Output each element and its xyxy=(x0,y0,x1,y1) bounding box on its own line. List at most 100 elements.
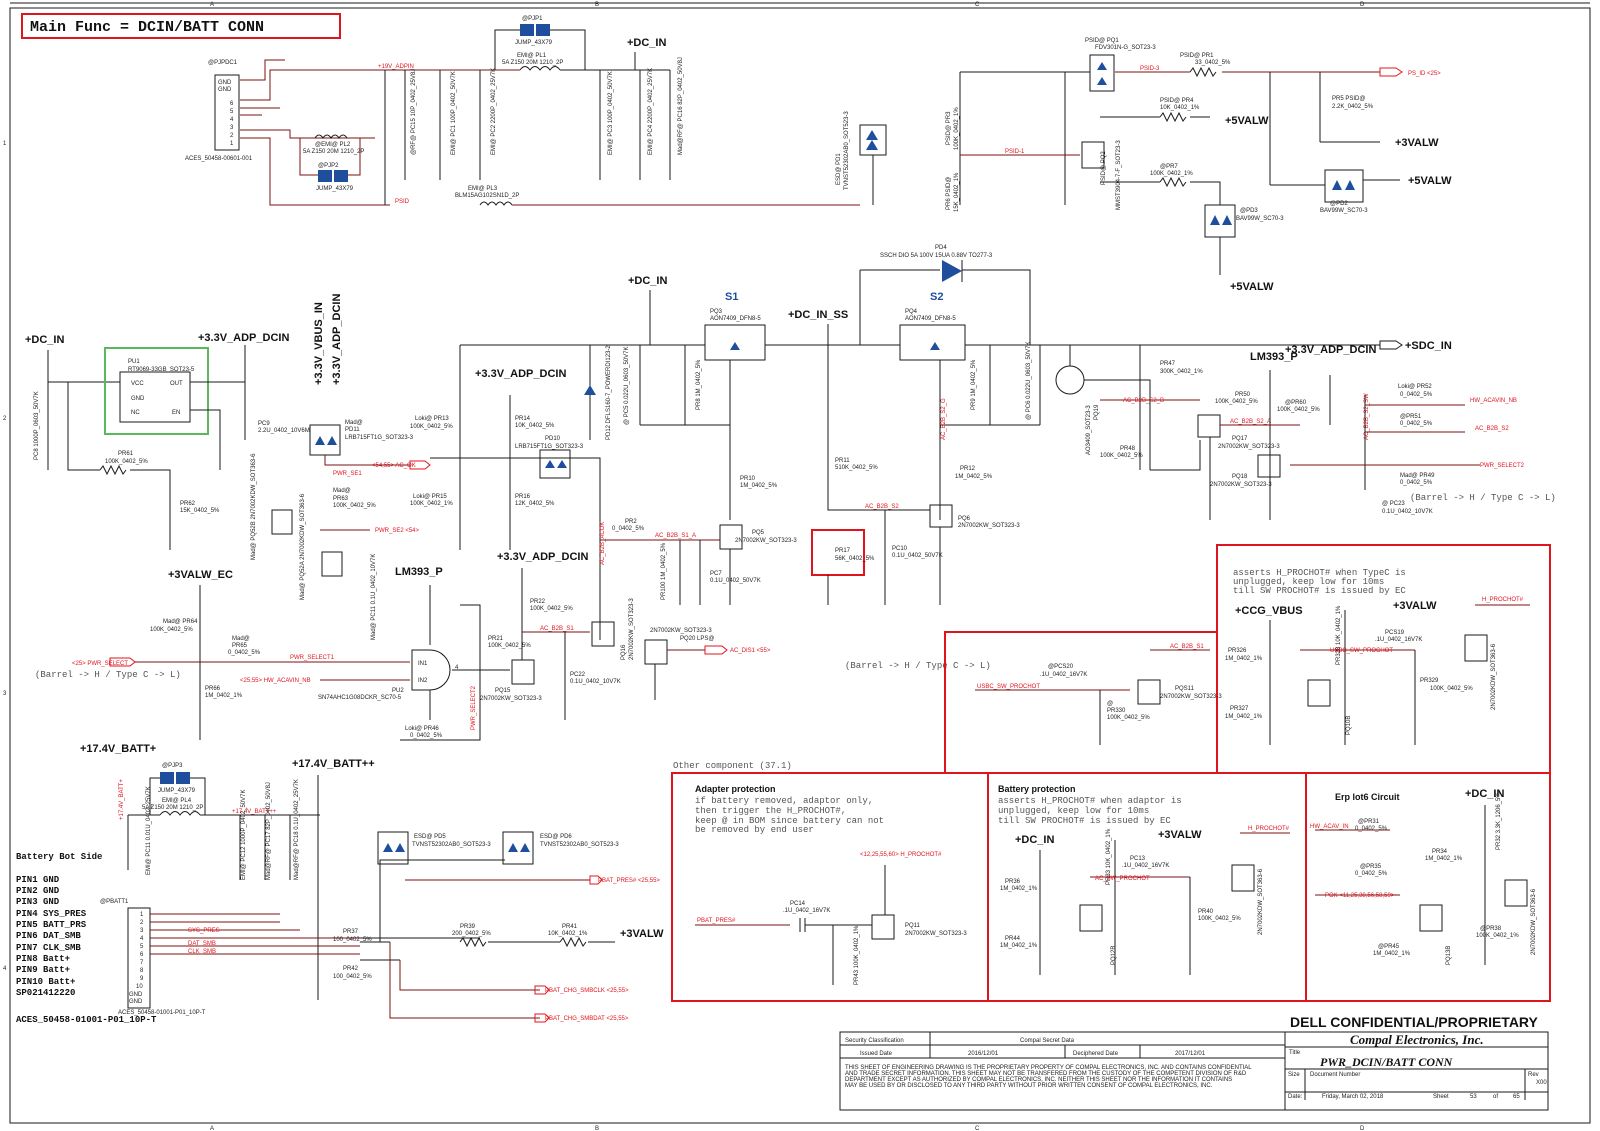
net-psid3: PSID-3 xyxy=(1140,66,1160,72)
svg-text:PQ12B: PQ12B xyxy=(1111,946,1117,965)
svg-text:15K_0402_5%: 15K_0402_5% xyxy=(180,508,220,514)
svg-text:EMI@ PC1 100P_0402_50V7K: EMI@ PC1 100P_0402_50V7K xyxy=(451,71,457,155)
pr17-highlight xyxy=(811,529,865,576)
pr5-value: 2.2K_0402_5% xyxy=(1332,104,1374,110)
pl1-value: 5A Z150 20M 1210_2P xyxy=(502,60,563,66)
svg-text:Mad@: Mad@ xyxy=(333,488,351,494)
security-label: Security Classification xyxy=(845,1038,904,1044)
rail-dc-in-bp: +DC_IN xyxy=(1015,834,1054,846)
svg-text:PR63: PR63 xyxy=(333,496,349,502)
size-label: Size xyxy=(1288,1072,1300,1078)
pjp2-jumper xyxy=(318,170,332,182)
net-pwr-select2-r: PWR_SELECT2 xyxy=(1480,463,1525,469)
svg-text:100K_0402_5%: 100K_0402_5% xyxy=(530,606,573,612)
svg-text:PQ20 LPS@: PQ20 LPS@ xyxy=(680,636,714,642)
pu2-value: SN74AHC1G08DCKR_SC70-5 xyxy=(318,695,402,701)
svg-text:PR8 1M_0402_5%: PR8 1M_0402_5% xyxy=(696,359,702,410)
svg-text:PR62: PR62 xyxy=(180,501,196,507)
svg-text:Mad@ PR64: Mad@ PR64 xyxy=(163,619,198,625)
net-psid: PSID xyxy=(395,199,410,205)
sheet-title: PWR_DCIN/BATT CONN xyxy=(1320,1055,1454,1069)
pq17-label: PQ17 xyxy=(1232,436,1248,442)
net-pwr-se1: PWR_SE1 xyxy=(333,471,362,477)
svg-text:@PR31: @PR31 xyxy=(1358,819,1380,825)
svg-text:THIS SHEET OF ENGINEERING DRAW: THIS SHEET OF ENGINEERING DRAWING IS THE… xyxy=(845,1065,1252,1071)
switch-s2: S2 xyxy=(930,291,943,303)
svg-text:0.1U_0402_50V7K: 0.1U_0402_50V7K xyxy=(892,553,943,559)
net-ps-id: PS_ID <25> xyxy=(1408,71,1441,77)
svg-text:4: 4 xyxy=(230,117,234,123)
title-box xyxy=(21,13,341,39)
svg-text:PCS19: PCS19 xyxy=(1385,630,1405,636)
rail-3valw-d: +3VALW xyxy=(1158,829,1202,841)
svg-text:Mad@RF@ PC17 82P_0402_50V8J: Mad@RF@ PC17 82P_0402_50V8J xyxy=(266,782,272,880)
border-letter-a: A xyxy=(210,2,214,8)
svg-text:PC22: PC22 xyxy=(570,672,586,678)
pq1-label: PSID@ PQ1 xyxy=(1085,38,1119,44)
svg-text:1M_0402_5%: 1M_0402_5% xyxy=(740,483,778,489)
svg-text:@RF@ PC15 10P_0402_25V8J: @RF@ PC15 10P_0402_25V8J xyxy=(411,69,417,155)
pl1-label: EMI@ PL1 xyxy=(517,53,547,59)
svg-text:OUT: OUT xyxy=(170,381,183,387)
battery-title: Battery protection xyxy=(998,784,1076,794)
svg-text:unplugged, keep low for 10ms: unplugged, keep low for 10ms xyxy=(1233,577,1384,587)
svg-text:0.1U_0402_50V7K: 0.1U_0402_50V7K xyxy=(710,578,761,584)
jump1-label: JUMP_43X79 xyxy=(515,40,553,46)
pqs11-section: @PCS20 .1U_0402_16V7K USBC_SW_PROCHOT AC… xyxy=(944,631,1222,774)
svg-text:100K_0402_1%: 100K_0402_1% xyxy=(410,501,453,507)
svg-text:PR34: PR34 xyxy=(1432,849,1448,855)
rail-dc-in-left: +DC_IN xyxy=(25,334,64,346)
jump3-label: JUMP_43X79 xyxy=(158,788,196,794)
svg-text:12K_0402_5%: 12K_0402_5% xyxy=(515,501,555,507)
pd5-label: ESD@ PD5 xyxy=(414,834,446,840)
svg-text:PR330: PR330 xyxy=(1107,708,1126,714)
svg-text:PC13: PC13 xyxy=(1130,856,1146,862)
pl4-label: EMI@ PL4 xyxy=(162,798,192,804)
svg-text:PR40: PR40 xyxy=(1198,909,1214,915)
pq18-label: PQ18 xyxy=(1232,474,1248,480)
pjpdc1-label: @PJPDC1 xyxy=(208,60,238,66)
border-letter-d: D xyxy=(1360,2,1365,8)
rail-ccg-vbus: +CCG_VBUS xyxy=(1235,605,1303,617)
svg-text:EMI@ PC3 100P_0402_50V7K: EMI@ PC3 100P_0402_50V7K xyxy=(608,71,614,155)
svg-text:PIN3 GND: PIN3 GND xyxy=(16,897,60,907)
svg-text:Mad@ PR49: Mad@ PR49 xyxy=(1400,473,1435,479)
lm393-section: +3VALW_EC Mad@ PR64 100K_0402_5% Mad@ PR… xyxy=(35,554,542,741)
svg-text:asserts H_PROCHOT# when TypeC: asserts H_PROCHOT# when TypeC is xyxy=(1233,568,1406,578)
svg-text:PQ19: PQ19 xyxy=(1094,404,1100,420)
svg-text:Mad@ PQ52A 2N7002KDW_SOT363-6: Mad@ PQ52A 2N7002KDW_SOT363-6 xyxy=(300,493,306,600)
page-title: Main Func = DCIN/BATT CONN xyxy=(30,19,264,36)
svg-text:PIN7 CLK_SMB: PIN7 CLK_SMB xyxy=(16,943,81,953)
deciphered-value: 2017/12/01 xyxy=(1175,1051,1206,1057)
pd4-diode: PD4 SSCH DIO 5A 100V 15UA 0.88V TO277-3 xyxy=(859,245,1031,345)
net-19v: +19V_ADPIN xyxy=(378,64,414,70)
rail-3v3-adp-a: +3.3V_ADP_DCIN xyxy=(198,332,289,344)
pq11-value: 2N7002KW_SOT323-3 xyxy=(905,931,967,937)
sheet-value: 53 xyxy=(1470,1094,1477,1100)
svg-text:GND: GND xyxy=(129,999,143,1005)
pqs11-label: PQS11 xyxy=(1175,686,1195,692)
svg-text:3: 3 xyxy=(230,125,234,131)
svg-text:H_PROCHOT#: H_PROCHOT# xyxy=(1482,597,1524,603)
svg-text:0_0402_5%: 0_0402_5% xyxy=(1400,392,1433,398)
svg-text:3: 3 xyxy=(140,928,144,934)
lm393-b: LM393_P xyxy=(1250,351,1298,363)
svg-text:MMST3904-7-F_SOT23-3: MMST3904-7-F_SOT23-3 xyxy=(1116,140,1122,210)
svg-text:PC14: PC14 xyxy=(790,901,806,907)
svg-text:MAY BE USED BY OR DISCLOSED TO: MAY BE USED BY OR DISCLOSED TO ANY THIRD… xyxy=(845,1083,1213,1089)
border-letter-d-bottom: D xyxy=(1360,1126,1365,1131)
net-ac-dis1: AC_DIS1 <55> xyxy=(730,648,771,654)
title-label: Title xyxy=(1289,1050,1301,1056)
pd11-label: PD11 xyxy=(345,427,360,433)
vbus-section: +3.3V_VBUS_IN +3.3V_ADP_DCIN PD11 LRB715… xyxy=(251,294,431,600)
rev-label: Rev xyxy=(1528,1072,1539,1078)
rail-5valw-b: +5VALW xyxy=(1230,281,1274,293)
pr17-label: PR17 xyxy=(835,548,851,554)
svg-text:@ PC23: @ PC23 xyxy=(1382,501,1405,507)
pu1-section: +DC_IN PC8 1000P_0603_50V7K +3.3V_ADP_DC… xyxy=(25,332,310,550)
pq17-value: 2N7002KW_SOT323-3 xyxy=(1218,444,1280,450)
svg-text:PR327: PR327 xyxy=(1230,706,1249,712)
svg-text:1M_0402_1%: 1M_0402_1% xyxy=(1373,951,1411,957)
issued-label: Issued Date xyxy=(860,1051,893,1057)
pd1-esd: ESD@ PD1 TVNST52302AB0_SOT523-3 xyxy=(836,111,887,205)
